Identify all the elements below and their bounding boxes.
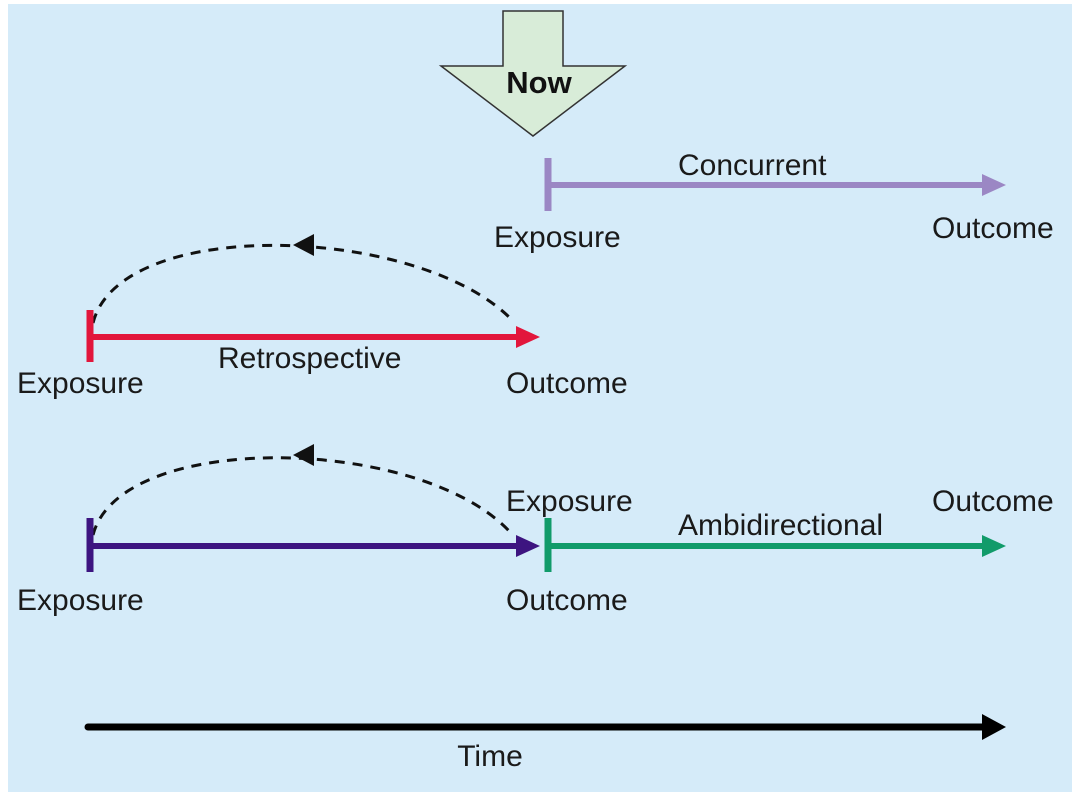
ambidirectional-timeline: Ambidirectional Exposure Outcome Exposur…	[17, 444, 1054, 617]
retrospective-arrowhead-icon	[516, 326, 540, 348]
now-label: Now	[506, 65, 572, 100]
now-indicator: Now	[438, 10, 628, 137]
ambidirectional-name: Ambidirectional	[678, 509, 883, 542]
retrospective-arc-arrowhead-icon	[293, 234, 314, 256]
ambidirectional-past-arrowhead-icon	[516, 535, 540, 557]
ambidirectional-arc-arrowhead-icon	[293, 444, 314, 466]
retrospective-exposure-label: Exposure	[17, 367, 144, 400]
ambidirectional-outcome-label: Outcome	[932, 485, 1054, 518]
ambidirectional-past-outcome-label: Outcome	[506, 584, 628, 617]
retrospective-name: Retrospective	[218, 342, 401, 375]
retrospective-timeline: Retrospective Exposure Outcome	[17, 234, 628, 400]
ambidirectional-future-arrowhead-icon	[982, 535, 1006, 557]
concurrent-outcome-label: Outcome	[932, 212, 1054, 245]
concurrent-exposure-label: Exposure	[494, 221, 621, 254]
ambidirectional-dashed-arc	[91, 456, 512, 536]
time-arrowhead-icon	[982, 714, 1006, 740]
concurrent-name: Concurrent	[678, 149, 827, 182]
retrospective-dashed-arc	[91, 243, 514, 324]
time-label: Time	[457, 740, 523, 773]
retrospective-outcome-label: Outcome	[506, 367, 628, 400]
down-arrow-icon	[438, 10, 628, 137]
concurrent-timeline: Concurrent Exposure Outcome	[494, 149, 1054, 254]
concurrent-arrowhead-icon	[982, 174, 1006, 196]
diagram-background	[8, 4, 1072, 792]
ambidirectional-exposure-label: Exposure	[506, 485, 633, 518]
ambidirectional-past-exposure-label: Exposure	[17, 584, 144, 617]
time-axis: Time	[84, 714, 1006, 773]
